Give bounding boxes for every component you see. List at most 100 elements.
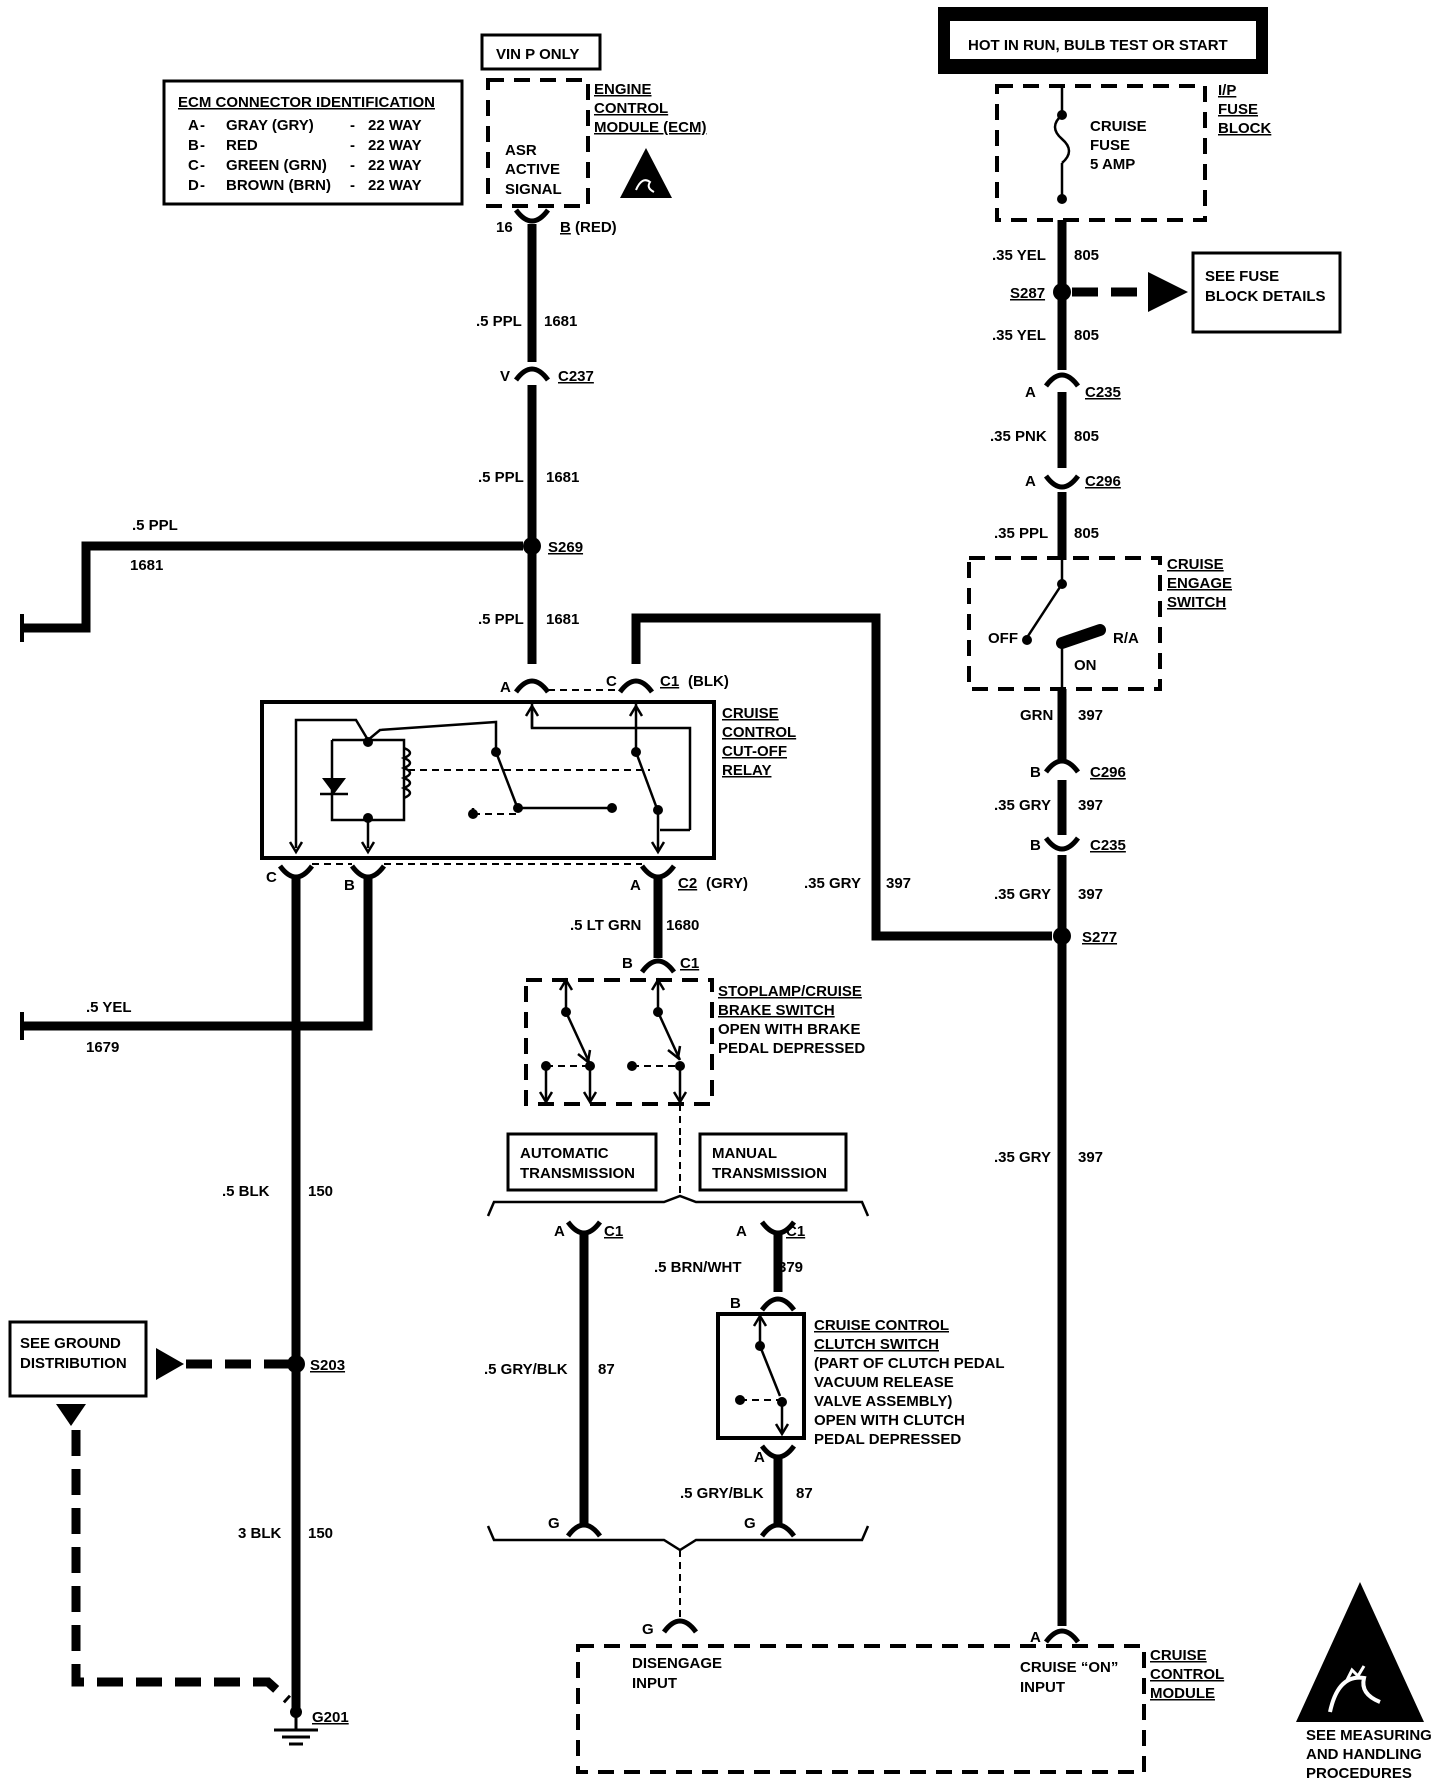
svg-text:-: - <box>200 117 205 134</box>
pin-label: C <box>266 869 277 886</box>
connector-label: C1 <box>680 955 699 972</box>
wire-gauge: .5 BRN/WHT <box>654 1259 742 1276</box>
connector-label: C235 <box>1085 384 1121 401</box>
relay-name: CONTROL <box>722 724 796 741</box>
relay-name: CRUISE <box>722 705 779 722</box>
clutch-switch-note: VACUUM RELEASE <box>814 1374 954 1391</box>
splice-s287 <box>1053 283 1071 301</box>
svg-text:-: - <box>350 157 355 174</box>
splice-label: S269 <box>548 539 583 556</box>
wire-circuit: 1681 <box>546 611 579 628</box>
ccm-input-label: CRUISE “ON” <box>1020 1659 1118 1676</box>
wire-gauge: .35 YEL <box>992 247 1046 264</box>
connector-ccm-g <box>661 1618 699 1634</box>
connector-brake-b <box>639 958 677 974</box>
splice-s277 <box>1053 927 1071 945</box>
clutch-switch-note: (PART OF CLUTCH PEDAL <box>814 1355 1005 1372</box>
arrow-right-icon <box>156 1348 184 1380</box>
connector-relay-c2 <box>277 864 315 880</box>
ground-label: G201 <box>312 1709 349 1726</box>
connector-label: C1 <box>660 673 679 690</box>
see-ground-text: SEE GROUND <box>20 1335 121 1352</box>
wire-gauge: .35 GRY <box>994 886 1051 903</box>
ecm-pin: 16 <box>496 219 513 236</box>
wire-circuit: 1679 <box>86 1039 119 1056</box>
pin-label: B <box>730 1295 741 1312</box>
see-ground-box[interactable] <box>8 1320 148 1398</box>
connector-color: (BLK) <box>688 673 729 690</box>
connector-auto-a <box>565 1220 603 1236</box>
engage-switch-box <box>967 556 1162 691</box>
fuse-icon <box>1053 114 1071 164</box>
wire-circuit: 805 <box>1074 247 1099 264</box>
connector-auto-g <box>565 1522 603 1538</box>
ecm-name: CONTROL <box>594 100 668 117</box>
wire-gauge: .35 PPL <box>994 525 1048 542</box>
connector-relay-c <box>617 678 655 694</box>
ecm-id-color: RED <box>226 137 258 154</box>
connector-label: C235 <box>1090 837 1126 854</box>
arrow-right-icon <box>1148 272 1188 312</box>
wire-circuit: 150 <box>308 1525 333 1542</box>
wire-gauge: .5 GRY/BLK <box>680 1485 764 1502</box>
pin-label: B <box>1030 837 1041 854</box>
wire-gauge: .35 PNK <box>990 428 1047 445</box>
see-fuse-box[interactable] <box>1191 251 1342 334</box>
connector-label: C237 <box>558 368 594 385</box>
connector-c237 <box>513 366 551 382</box>
splice-label: S277 <box>1082 929 1117 946</box>
connector-c235b <box>1043 836 1081 852</box>
ecm-id-color: GRAY (GRY) <box>226 117 314 134</box>
fuse-block-name: BLOCK <box>1218 120 1271 137</box>
fuse-label: FUSE <box>1090 137 1130 154</box>
ecm-connector-id-table: ECM CONNECTOR IDENTIFICATION A - GRAY (G… <box>162 79 464 206</box>
clutch-switch-internals <box>735 1313 790 1437</box>
switch-contact <box>1056 624 1106 649</box>
pin-label: B <box>622 955 633 972</box>
brake-switch-note: OPEN WITH BRAKE <box>718 1021 861 1038</box>
ccm-name: CRUISE <box>1150 1647 1207 1664</box>
relay-name: RELAY <box>722 762 771 779</box>
wire-gauge: GRN <box>1020 707 1053 724</box>
wire-gauge: .35 GRY <box>994 1149 1051 1166</box>
fuse-block-name: FUSE <box>1218 101 1258 118</box>
connector-c296b <box>1043 758 1081 774</box>
connector-label: C296 <box>1090 764 1126 781</box>
see-fuse-text: BLOCK DETAILS <box>1205 288 1326 305</box>
arrow-down-icon <box>56 1404 86 1426</box>
ccm-name: CONTROL <box>1150 1666 1224 1683</box>
wire-gauge: .5 PPL <box>132 517 178 534</box>
fuse-label: CRUISE <box>1090 118 1147 135</box>
wire-gauge: .5 PPL <box>478 611 524 628</box>
connector-ecm <box>513 208 551 224</box>
pin-label: A <box>754 1449 765 1466</box>
connector-clutch-b <box>759 1296 797 1312</box>
wire-circuit: 1681 <box>130 557 163 574</box>
ecm-id-way: 22 WAY <box>368 177 422 194</box>
esd-note-text: SEE MEASURING <box>1306 1727 1432 1744</box>
wire-circuit: 87 <box>598 1361 615 1378</box>
ecm-signal-label: SIGNAL <box>505 181 562 198</box>
svg-text:-: - <box>350 177 355 194</box>
option-bracket-bottom <box>486 1525 870 1552</box>
wire-gauge: .5 YEL <box>86 999 132 1016</box>
wire-circuit: 87 <box>796 1485 813 1502</box>
connector-ccm-a <box>1043 1628 1081 1644</box>
wire-circuit: 150 <box>308 1183 333 1200</box>
esd-note-text: PROCEDURES <box>1306 1765 1412 1778</box>
pin-label: G <box>642 1621 654 1638</box>
pin-label: G <box>744 1515 756 1532</box>
connector-clutch-a <box>759 1444 797 1460</box>
manual-trans-text: MANUAL <box>712 1145 777 1162</box>
brake-switch-note: PEDAL DEPRESSED <box>718 1040 865 1057</box>
vin-box <box>480 33 602 71</box>
wire-gauge: .35 YEL <box>992 327 1046 344</box>
clutch-switch-box <box>716 1312 806 1440</box>
clutch-switch-name: CLUTCH SWITCH <box>814 1336 939 1353</box>
vin-text: VIN P ONLY <box>496 46 579 63</box>
ecm-id-letter: B <box>188 137 199 154</box>
ccm-name: MODULE <box>1150 1685 1215 1702</box>
ccm-input-label: INPUT <box>1020 1679 1065 1696</box>
auto-trans-box <box>506 1132 658 1192</box>
